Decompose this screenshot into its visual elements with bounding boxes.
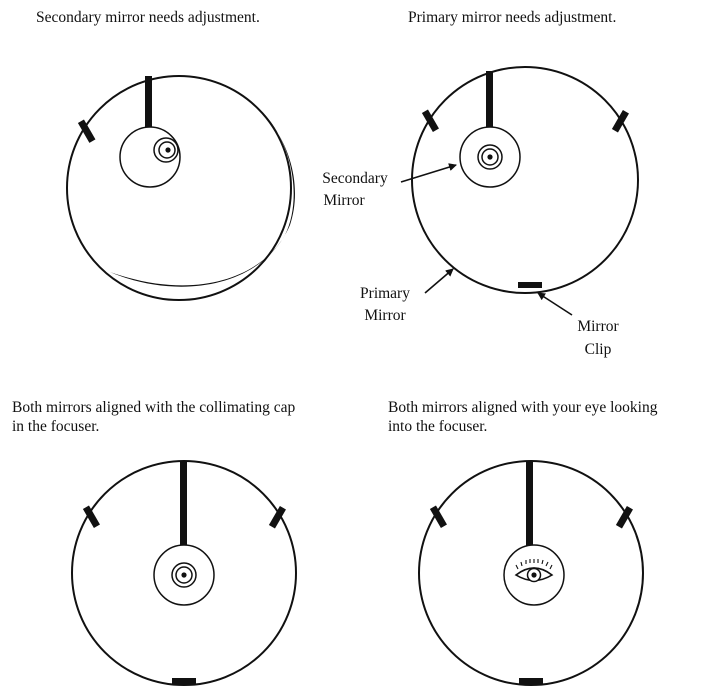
mirror-clip	[429, 505, 447, 529]
caption-line: in the focuser.	[12, 418, 100, 435]
center-mark	[487, 154, 493, 160]
mirror-clip	[518, 282, 542, 288]
spider-vane	[526, 462, 533, 546]
caption-line: into the focuser.	[388, 418, 488, 435]
center-mark	[181, 572, 187, 578]
caption-line: Both mirrors aligned with the collimatin…	[12, 399, 296, 416]
primary-mirror-arrow	[424, 268, 454, 294]
center-mark	[165, 147, 171, 153]
mirror-clip	[615, 505, 633, 529]
panel-aligned-cap	[71, 460, 297, 686]
primary-mirror-label: Primary	[360, 285, 410, 302]
secondary-mirror-arrow	[400, 163, 457, 183]
mirror-clip	[519, 678, 543, 684]
caption-aligned-with-cap: Both mirrors aligned with the collimatin…	[12, 398, 295, 436]
panel-secondary-misaligned	[66, 75, 295, 301]
primary-mirror-outline	[71, 460, 297, 686]
reflection-ring-inner	[175, 566, 193, 584]
primary-mirror-outline	[418, 460, 644, 686]
reflection-ring-inner	[158, 141, 176, 159]
primary-mirror-outline	[411, 66, 639, 294]
mirror-clip-arrow	[537, 292, 573, 316]
eye-icon	[514, 559, 554, 583]
panel-primary-misaligned: Secondary Mirror Primary Mirror Mirror C…	[322, 66, 639, 358]
caption-aligned-with-eye: Both mirrors aligned with your eye looki…	[388, 398, 658, 436]
caption-line: Both mirrors aligned with your eye looki…	[388, 399, 658, 416]
mirror-clip	[172, 678, 196, 684]
caption-secondary-needs-adjustment: Secondary mirror needs adjustment.	[36, 9, 260, 26]
mirror-clip-label: Clip	[585, 341, 612, 358]
mirror-clip	[421, 109, 439, 133]
mirror-clip-label: Mirror	[577, 318, 619, 335]
panel-aligned-eye	[418, 460, 644, 686]
mirror-clip	[268, 505, 286, 529]
primary-mirror-label: Mirror	[364, 307, 406, 324]
mirror-clip	[77, 119, 96, 143]
spider-vane	[486, 71, 493, 128]
secondary-mirror-label: Mirror	[323, 192, 365, 209]
spider-vane	[180, 462, 187, 546]
mirror-clip	[82, 505, 100, 529]
primary-mirror-outline	[66, 75, 292, 301]
mirror-clip	[611, 109, 629, 133]
caption-primary-needs-adjustment: Primary mirror needs adjustment.	[408, 9, 617, 26]
secondary-mirror-label: Secondary	[322, 170, 388, 187]
spider-vane	[145, 76, 152, 132]
reflection-ring-inner	[481, 148, 499, 166]
